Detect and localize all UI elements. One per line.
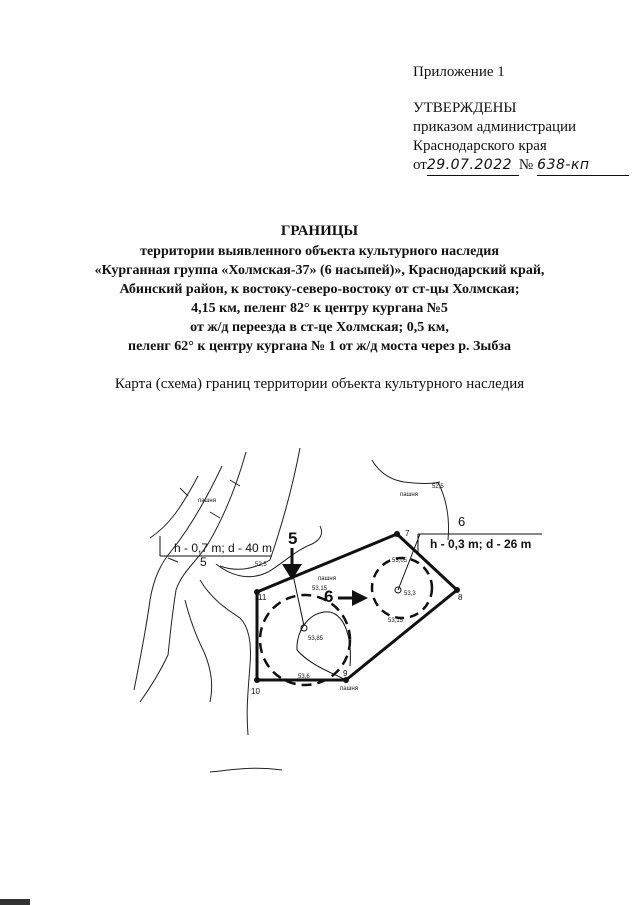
elev-mound6-center: 53,3 <box>404 591 416 597</box>
elev-mid: 53,15 <box>312 586 328 592</box>
field-label-3: пашня <box>318 576 336 582</box>
approved-line-order: приказом администрации <box>413 119 577 135</box>
point-label-11: 11 <box>258 593 267 602</box>
profile-left-number: 5 <box>200 555 207 569</box>
point-label-7: 7 <box>405 529 410 538</box>
title-heading: ГРАНИЦЫ <box>280 223 359 239</box>
arrow-mound-5 <box>282 548 302 580</box>
elev-mound5-center: 53,85 <box>308 636 324 642</box>
handwritten-date: 29.07.2022 <box>426 156 519 176</box>
contour-ticks <box>167 479 241 563</box>
boundary-map: h - 0,7 m; d - 40 m 5 5 6 h - 0,3 m; d -… <box>133 447 542 773</box>
handwritten-number: 638-кп <box>537 156 630 176</box>
vertex-8 <box>454 587 460 593</box>
profile-lines <box>159 533 542 557</box>
field-label-1: пашня <box>198 498 216 504</box>
title-line-2: «Курганная группа «Холмская-37» (6 насып… <box>94 263 545 278</box>
mound-6-center <box>394 586 402 594</box>
elev-mound6-bottom: 53,15 <box>388 618 404 624</box>
title-line-5: от ж/д переезда в ст-це Холмская; 0,5 км… <box>190 320 449 335</box>
field-label-2: пашня <box>400 492 418 498</box>
map-caption: Карта (схема) границ территории объекта … <box>114 376 525 392</box>
vertex-10 <box>254 677 260 683</box>
approved-heading: УТВЕРЖДЕНЫ <box>413 100 517 116</box>
title-line-6: пеленг 62° к центру кургана № 1 от ж/д м… <box>128 339 511 354</box>
mound-5-boundary <box>258 593 352 687</box>
number-prefix: № <box>518 157 534 173</box>
boundary-polygon <box>255 532 460 682</box>
mound-6-label: 6 <box>324 587 333 606</box>
date-prefix: от <box>413 157 427 173</box>
vertex-11 <box>254 589 260 595</box>
point-label-8: 8 <box>458 593 463 602</box>
point-label-10: 10 <box>251 687 260 696</box>
mound-5-label: 5 <box>288 529 297 548</box>
title-line-3: Абинский район, к востоку-северо-востоку… <box>119 282 520 297</box>
point-label-9: 9 <box>343 669 348 678</box>
leader-lines <box>291 533 421 681</box>
arrow-mound-6 <box>338 590 368 606</box>
profile-right-number: 6 <box>458 514 465 529</box>
contour-lines <box>133 447 449 773</box>
title-line-4: 4,15 км, пеленг 82° к центру кургана №5 <box>191 301 448 316</box>
mound-6-boundary <box>370 556 434 620</box>
scan-edge-mark <box>0 899 30 905</box>
approval-block: УТВЕРЖДЕНЫ приказом администрации Красно… <box>413 99 630 176</box>
profile-left-text: h - 0,7 m; d - 40 m <box>174 541 272 555</box>
appendix-label: Приложение 1 <box>413 64 505 80</box>
map-labels: h - 0,7 m; d - 40 m 5 5 6 h - 0,3 m; d -… <box>174 484 531 696</box>
approved-line-region: Краснодарского края <box>413 138 547 154</box>
title-line-1: территории выявленного объекта культурно… <box>140 244 499 259</box>
elev-mound5-bottom: 53,6 <box>298 674 310 680</box>
document-title: ГРАНИЦЫ территории выявленного объекта к… <box>0 222 639 356</box>
profile-right-text: h - 0,3 m; d - 26 m <box>430 537 531 551</box>
vertex-7 <box>394 531 400 537</box>
field-label-4: пашня <box>340 686 358 692</box>
boundary-points <box>254 531 460 683</box>
elev-mound6-top: 53,05 <box>392 558 408 564</box>
elev-top: 52,5 <box>432 484 444 490</box>
elev-left: 52,5 <box>255 562 267 568</box>
